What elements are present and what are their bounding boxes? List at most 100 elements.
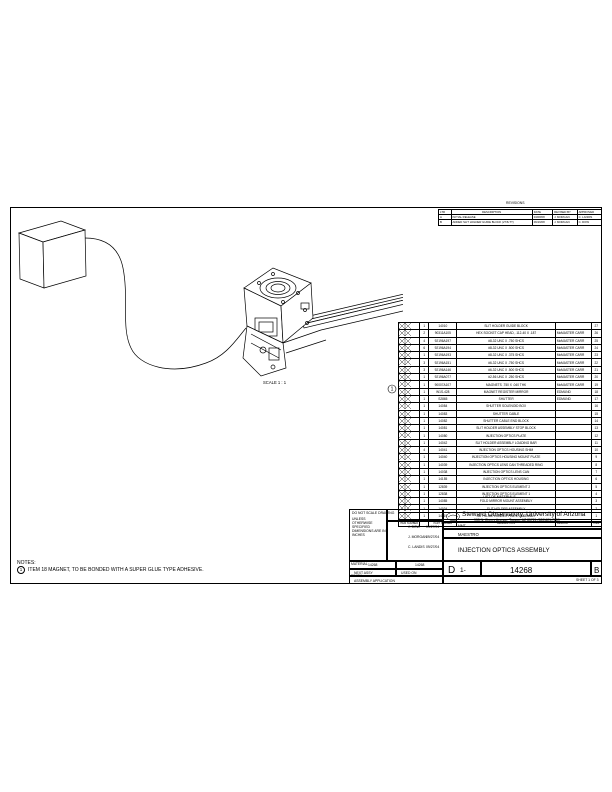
bom-part-number: 92196A194 xyxy=(428,343,458,353)
shutter-cable-drawing xyxy=(84,237,247,370)
bom-item-number: 7 xyxy=(590,467,602,477)
bom-check-cell xyxy=(397,336,421,345)
bom-vendor xyxy=(554,431,592,440)
number-box: 14268 xyxy=(481,561,591,576)
bom-check-cell xyxy=(397,431,421,440)
bom-item-number: 4 xyxy=(590,489,602,499)
bom-item-number: 16 xyxy=(590,402,602,411)
bom-check-cell xyxy=(397,343,421,353)
slide-rail-drawing xyxy=(300,293,403,331)
note-number-balloon: 1 xyxy=(17,566,25,574)
bom-check-cell xyxy=(397,489,421,499)
bom-qty: 1 xyxy=(419,467,430,477)
bom-item-number: 13 xyxy=(590,424,602,433)
bom-vendor xyxy=(554,489,592,499)
bom-description: INJECTION OPTICS LENS CAN THREADED RING xyxy=(456,460,556,469)
org-name: Steward Observatory, University of Arizo… xyxy=(462,511,586,518)
bom-qty: 1 xyxy=(419,321,430,331)
bom-vendor xyxy=(554,321,592,331)
used-on-label-box: USED ON xyxy=(396,569,443,576)
bom-vendor xyxy=(554,402,592,411)
bom-check-cell xyxy=(397,424,421,433)
bom-qty: 1 xyxy=(419,402,430,411)
assembly-drawing xyxy=(17,220,403,377)
bom-qty: 1 xyxy=(419,351,430,360)
drawing-rev: B xyxy=(594,566,600,575)
bom-vendor xyxy=(554,497,592,506)
bom-part-number: 92196A146 xyxy=(428,365,458,375)
bom-vendor: EDMUND xyxy=(554,394,592,404)
next-assy-label: NEXT ASSY xyxy=(354,571,373,575)
rev-ltr: B xyxy=(438,219,452,226)
bom-item-number: 25 xyxy=(590,336,602,345)
bom-qty: 1 xyxy=(419,453,430,462)
date-approved: 09/27/04 xyxy=(426,545,440,549)
bom-item-number: 24 xyxy=(590,343,602,353)
bom-vendor xyxy=(554,438,592,448)
size-box: D 1- xyxy=(443,561,481,576)
bom-description: SLIT HOLDER GUIDE BLOCK xyxy=(456,321,556,331)
bom-part-number: 14010 xyxy=(428,321,458,331)
bom-qty: 1 xyxy=(419,373,430,382)
bom-description: #8-32 UNC X .500 SHCS xyxy=(456,343,556,353)
bom-vendor: McMASTER CARR xyxy=(554,365,592,375)
bom-check-cell xyxy=(397,467,421,477)
rev-appr: C. DOW xyxy=(576,219,603,226)
bom-item-number: 22 xyxy=(590,358,602,367)
sheet-box: SHEET 1 OF 3 xyxy=(443,576,602,584)
bom-qty: 1 xyxy=(419,489,430,499)
bom-qty: 3 xyxy=(419,365,430,375)
optics-housing-drawing xyxy=(242,267,327,377)
bom-check-cell xyxy=(397,504,421,513)
bom-vendor xyxy=(554,460,592,469)
bom-check-cell xyxy=(397,497,421,506)
bom-description: INJECTION OPTICS ELEMENT 2 xyxy=(456,482,556,491)
bom-check-cell xyxy=(397,460,421,469)
material-label: MATERIAL xyxy=(351,562,368,566)
bom-vendor xyxy=(554,467,592,477)
bom-footer-vendor: VENDOR xyxy=(554,518,592,528)
bom-item-number: 27 xyxy=(590,321,602,331)
bom-item-number: 2 xyxy=(590,504,602,513)
bom-qty: 1 xyxy=(419,460,430,469)
bom-qty: 1 xyxy=(419,409,430,418)
drawing-title: INJECTION OPTICS ASSEMBLY xyxy=(458,547,550,554)
tolerance-note: UNLESS OTHERWISE SPECIFIED DIMENSIONS AR… xyxy=(352,517,386,537)
title-block: DO NOT SCALE DRAWING UNLESS OTHERWISE SP… xyxy=(349,509,602,584)
bom-part-number: 14038 xyxy=(428,467,458,477)
bom-part-number: 92196A193 xyxy=(428,351,458,360)
application-box: ASSEMBLY APPLICATION xyxy=(349,576,443,584)
bom-description: INJECTION OPTICS HOUSING MOUNT PLATE xyxy=(456,453,556,462)
bom-item-number: 26 xyxy=(590,329,602,338)
bom-part-number: 12838 xyxy=(428,489,458,499)
bom-description: SHUTTER SOLENOID BOX xyxy=(456,402,556,411)
bom-description: #8-32 UNC X .750 SHCS xyxy=(456,336,556,345)
bom-vendor xyxy=(554,416,592,426)
bom-item-number: 17 xyxy=(590,394,602,404)
bom-vendor: McMASTER CARR xyxy=(554,373,592,382)
bom-item-number: 6 xyxy=(590,475,602,484)
note-balloon-number: 1 xyxy=(391,387,394,393)
note-balloon: 1 xyxy=(387,384,397,394)
application-label: ASSEMBLY APPLICATION xyxy=(354,578,395,583)
bom-qty: 2 xyxy=(419,329,430,338)
bom-item-number: 8 xyxy=(590,460,602,469)
bom-qty: 1 xyxy=(419,387,430,396)
project-name: MMT xyxy=(458,524,466,528)
drawing-sheet: REVISIONS LTR DESCRIPTION DATE REVISED B… xyxy=(10,201,603,584)
bom-part-number: 14040 xyxy=(428,453,458,462)
